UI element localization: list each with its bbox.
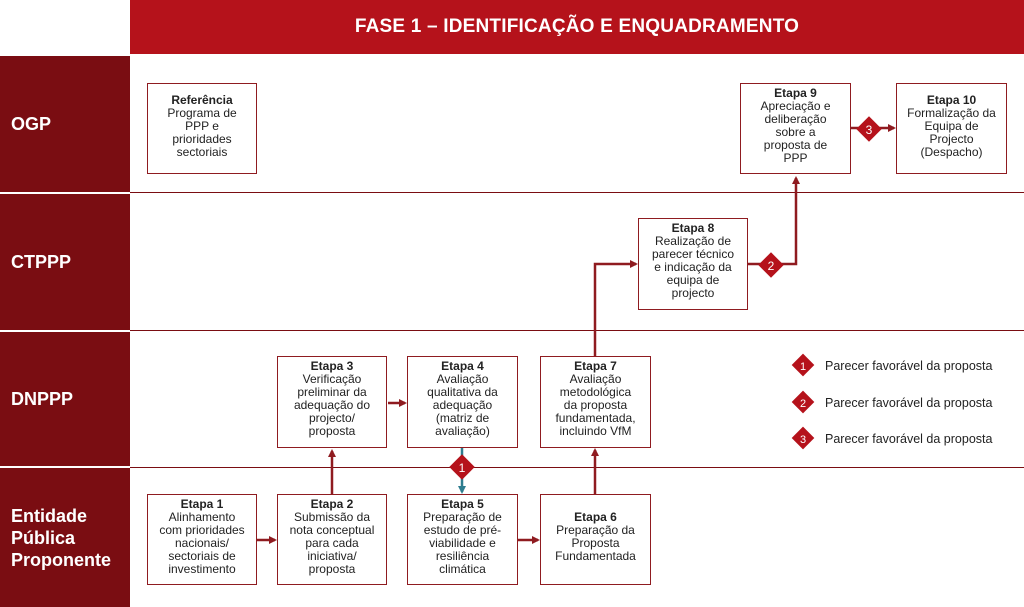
box-title: Referência	[171, 93, 233, 107]
box-title: Etapa 4	[441, 359, 484, 373]
box-etapa-1: Etapa 1 Alinhamento com prioridades naci…	[147, 494, 257, 585]
lane-entidade: Entidade Pública Proponente	[0, 468, 130, 607]
box-etapa-2: Etapa 2 Submissão da nota conceptual par…	[277, 494, 387, 585]
decision-diamond-1: 1	[449, 454, 475, 480]
lane-ctppp: CTPPP	[0, 194, 130, 330]
box-desc: Programa de PPP e prioridades sectoriais	[167, 106, 237, 159]
legend-diamond-1: 1	[791, 353, 815, 377]
box-etapa-6: Etapa 6 Preparação da Proposta Fundament…	[540, 494, 651, 585]
arrow-e8-e9	[748, 176, 800, 266]
box-title: Etapa 9	[774, 86, 817, 100]
legend-text-2: Parecer favorável da proposta	[825, 396, 993, 410]
box-title: Etapa 1	[180, 497, 224, 511]
box-desc: Avaliação qualitativa da adequação (matr…	[427, 372, 498, 438]
box-etapa-8: Etapa 8 Realização de parecer técnico e …	[638, 218, 748, 310]
svg-text:3: 3	[800, 434, 806, 446]
box-title: Etapa 2	[310, 497, 354, 511]
box-etapa-4: Etapa 4 Avaliação qualitativa da adequaç…	[407, 356, 518, 448]
decision-diamond-3: 3	[856, 116, 882, 142]
box-title: Etapa 7	[574, 359, 617, 373]
box-referencia: Referência Programa de PPP e prioridades…	[147, 83, 257, 174]
box-desc: Preparação da Proposta Fundamentada	[555, 523, 636, 563]
box-etapa-9: Etapa 9 Apreciação e deliberação sobre a…	[740, 83, 851, 174]
box-desc: Realização de parecer técnico e indicaçã…	[651, 234, 735, 300]
legend-text-3: Parecer favorável da proposta	[825, 432, 993, 446]
box-title: Etapa 6	[574, 510, 617, 524]
phase-title: FASE 1 – IDENTIFICAÇÃO E ENQUADRAMENTO	[130, 0, 1024, 54]
box-desc: Submissão da nota conceptual para cada i…	[289, 510, 375, 576]
box-title: Etapa 5	[441, 497, 484, 511]
box-etapa-10: Etapa 10 Formalização da Equipa de Proje…	[896, 83, 1007, 174]
lane-ogp: OGP	[0, 56, 130, 192]
box-etapa-5: Etapa 5 Preparação de estudo de pré- via…	[407, 494, 518, 585]
box-title: Etapa 3	[310, 359, 354, 373]
box-desc: Verificação preliminar da adequação do p…	[293, 372, 371, 438]
svg-text:3: 3	[866, 123, 873, 137]
swimlane-labels: OGP CTPPP DNPPP Entidade Pública Propone…	[0, 56, 130, 607]
box-title: Etapa 8	[671, 221, 715, 235]
svg-text:2: 2	[800, 398, 806, 410]
lane-separator	[130, 330, 1024, 331]
lane-separator	[130, 467, 1024, 468]
decision-diamond-2: 2	[758, 252, 784, 278]
svg-text:1: 1	[459, 461, 466, 475]
box-desc: Preparação de estudo de pré- viabilidade…	[423, 510, 502, 576]
svg-text:1: 1	[800, 361, 806, 373]
box-title: Etapa 10	[926, 93, 977, 107]
legend-text-1: Parecer favorável da proposta	[825, 359, 993, 373]
box-desc: Formalização da Equipa de Projecto (Desp…	[907, 106, 996, 159]
lane-dnppp: DNPPP	[0, 332, 130, 466]
svg-text:2: 2	[768, 259, 775, 273]
box-etapa-3: Etapa 3 Verificação preliminar da adequa…	[277, 356, 387, 448]
box-desc: Avaliação metodológica da proposta funda…	[555, 372, 636, 438]
box-etapa-7: Etapa 7 Avaliação metodológica da propos…	[540, 356, 651, 448]
box-desc: Apreciação e deliberação sobre a propost…	[760, 99, 831, 165]
legend-diamond-3: 3	[791, 426, 815, 450]
box-desc: Alinhamento com prioridades nacionais/ s…	[159, 510, 245, 576]
legend-diamond-2: 2	[791, 390, 815, 414]
lane-separator	[130, 192, 1024, 193]
arrow-e7-e8	[593, 260, 638, 356]
